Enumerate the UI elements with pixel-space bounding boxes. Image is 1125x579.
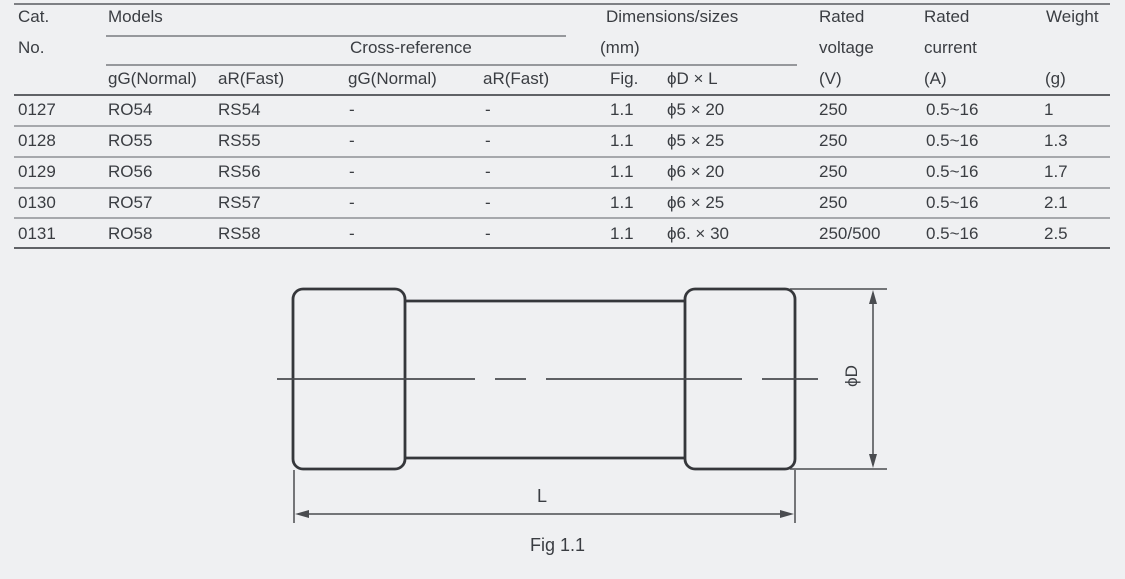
cell-weight: 2.1 <box>1044 193 1068 212</box>
cell-cat-no: 0130 <box>18 193 56 212</box>
cell-current: 0.5~16 <box>926 100 979 119</box>
diameter-label: ϕD <box>841 365 861 387</box>
cell-fig: 1.1 <box>610 193 634 212</box>
table-row: 0131 RO58 RS58 - - 1.1 ϕ6. × 30 250/500 … <box>0 224 1125 246</box>
header-rated-current-line1: Rated <box>924 7 970 26</box>
header-weight-line2: (g) <box>1045 69 1066 88</box>
rule-subheader-underline <box>106 64 797 66</box>
cell-cross-ar: - <box>485 162 491 181</box>
cell-current: 0.5~16 <box>926 162 979 181</box>
header-dimensions-line2: (mm) <box>600 38 640 57</box>
cell-fig: 1.1 <box>610 224 634 243</box>
cell-dxl: ϕ6 × 25 <box>667 193 725 212</box>
cell-dxl: ϕ5 × 20 <box>667 100 725 119</box>
cell-cross-gg: - <box>349 100 355 119</box>
cell-cat-no: 0127 <box>18 100 56 119</box>
arrow-down-icon <box>869 454 877 468</box>
arrow-right-icon <box>780 510 794 518</box>
cell-cross-ar: - <box>485 193 491 212</box>
cell-cross-gg: - <box>349 162 355 181</box>
cell-cross-ar: - <box>485 224 491 243</box>
cell-model-ar: RS58 <box>218 224 261 243</box>
cell-dxl: ϕ6. × 30 <box>667 224 729 243</box>
header-cross-ar: aR(Fast) <box>483 69 550 88</box>
cell-voltage: 250 <box>819 162 848 181</box>
cell-cross-gg: - <box>349 193 355 212</box>
cell-voltage: 250/500 <box>819 224 881 243</box>
cell-model-gg: RO56 <box>108 162 153 181</box>
cell-model-gg: RO55 <box>108 131 153 150</box>
cell-model-gg: RO57 <box>108 193 153 212</box>
rule-row-separator-3 <box>14 187 1110 189</box>
rule-row-separator-4 <box>14 217 1110 219</box>
header-rated-voltage-line3: (V) <box>819 69 842 88</box>
header-models-ar: aR(Fast) <box>218 69 285 88</box>
cell-cat-no: 0128 <box>18 131 56 150</box>
cell-cross-gg: - <box>349 224 355 243</box>
cell-current: 0.5~16 <box>926 193 979 212</box>
cell-weight: 1.7 <box>1044 162 1068 181</box>
table-row: 0130 RO57 RS57 - - 1.1 ϕ6 × 25 250 0.5~1… <box>0 193 1125 215</box>
figure-caption: Fig 1.1 <box>530 535 586 555</box>
table-row: 0127 RO54 RS54 - - 1.1 ϕ5 × 20 250 0.5~1… <box>0 100 1125 122</box>
rule-table-bottom <box>14 247 1110 249</box>
arrow-left-icon <box>295 510 309 518</box>
header-rated-voltage-line1: Rated <box>819 7 865 26</box>
cell-model-gg: RO58 <box>108 224 153 243</box>
cell-model-ar: RS54 <box>218 100 261 119</box>
table-row: 0128 RO55 RS55 - - 1.1 ϕ5 × 25 250 0.5~1… <box>0 131 1125 153</box>
length-label: L <box>537 486 548 506</box>
cell-cross-gg: - <box>349 131 355 150</box>
rule-row-separator-1 <box>14 125 1110 127</box>
header-models-group: Models <box>108 7 163 26</box>
rule-table-top <box>14 3 1110 5</box>
cell-weight: 1 <box>1044 100 1054 119</box>
cell-voltage: 250 <box>819 100 848 119</box>
cell-weight: 2.5 <box>1044 224 1068 243</box>
cell-current: 0.5~16 <box>926 131 979 150</box>
rule-models-underline <box>106 35 566 37</box>
cell-fig: 1.1 <box>610 100 634 119</box>
cell-dxl: ϕ5 × 25 <box>667 131 725 150</box>
cell-fig: 1.1 <box>610 162 634 181</box>
header-cross-gg: gG(Normal) <box>348 69 437 88</box>
cell-model-ar: RS55 <box>218 131 261 150</box>
header-cat-line2: No. <box>18 38 45 57</box>
arrow-up-icon <box>869 290 877 304</box>
header-rated-voltage-line2: voltage <box>819 38 874 57</box>
rule-header-bottom <box>14 94 1110 96</box>
cell-model-ar: RS56 <box>218 162 261 181</box>
header-fig: Fig. <box>610 69 639 88</box>
cell-voltage: 250 <box>819 193 848 212</box>
cell-weight: 1.3 <box>1044 131 1068 150</box>
cell-model-gg: RO54 <box>108 100 153 119</box>
cell-cross-ar: - <box>485 131 491 150</box>
header-rated-current-line2: current <box>924 38 977 57</box>
cell-voltage: 250 <box>819 131 848 150</box>
header-rated-current-line3: (A) <box>924 69 947 88</box>
header-cross-reference-group: Cross-reference <box>350 38 472 57</box>
header-dimensions-line1: Dimensions/sizes <box>606 7 739 26</box>
cell-cat-no: 0131 <box>18 224 56 243</box>
header-weight-line1: Weight <box>1046 7 1099 26</box>
header-models-gg: gG(Normal) <box>108 69 197 88</box>
header-dxl: ϕD × L <box>667 69 718 88</box>
cell-cross-ar: - <box>485 100 491 119</box>
cell-current: 0.5~16 <box>926 224 979 243</box>
rule-row-separator-2 <box>14 156 1110 158</box>
cell-fig: 1.1 <box>610 131 634 150</box>
table-row: 0129 RO56 RS56 - - 1.1 ϕ6 × 20 250 0.5~1… <box>0 162 1125 184</box>
cell-model-ar: RS57 <box>218 193 261 212</box>
cell-cat-no: 0129 <box>18 162 56 181</box>
cell-dxl: ϕ6 × 20 <box>667 162 725 181</box>
header-cat-line1: Cat. <box>18 7 50 26</box>
